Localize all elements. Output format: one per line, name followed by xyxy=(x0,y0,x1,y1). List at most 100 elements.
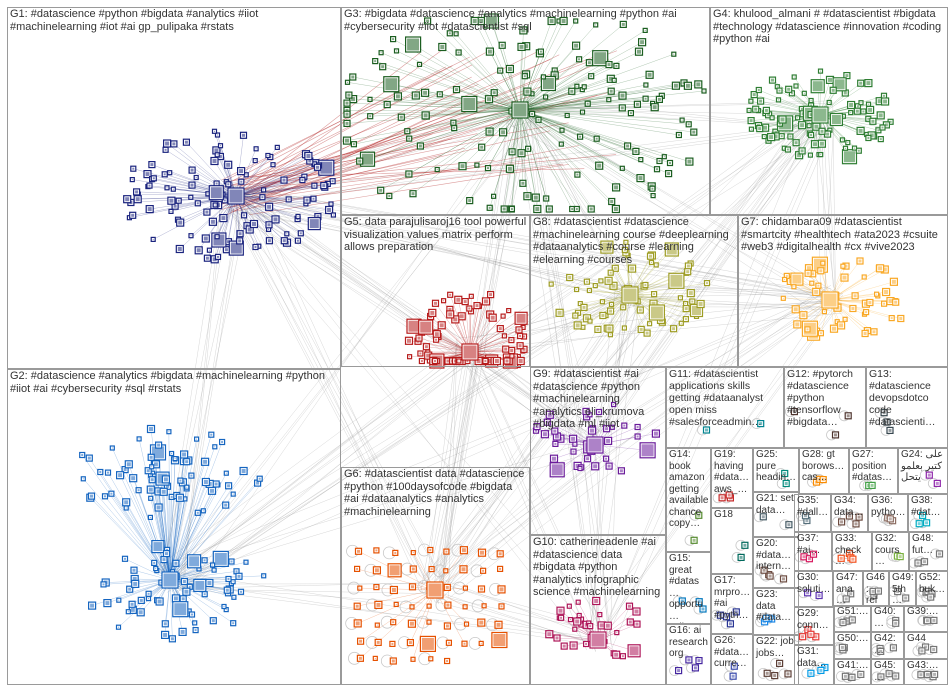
cluster-box-g41[interactable]: G41:… xyxy=(834,659,871,685)
cluster-box-g48[interactable]: G48: fut… xyxy=(909,532,948,571)
inter-cluster-edge xyxy=(605,125,826,626)
node-avatar xyxy=(369,98,371,100)
inter-cluster-edge xyxy=(225,207,596,637)
inter-cluster-edge xyxy=(248,183,437,595)
cluster-box-g47[interactable]: G47: ana… xyxy=(833,571,863,607)
cluster-edge xyxy=(417,341,471,353)
cluster-box-g36[interactable]: G36: pytho… xyxy=(868,494,908,532)
cluster-box-g44[interactable]: G44 xyxy=(904,632,948,659)
cluster-edge xyxy=(519,82,685,111)
node-avatar xyxy=(214,130,215,132)
cluster-box-g9[interactable]: G9: #datascientist #ai #datascience #pyt… xyxy=(530,367,666,535)
inter-cluster-edge xyxy=(526,96,596,652)
cluster-box-g23[interactable]: G23: data #data… xyxy=(753,588,799,635)
cluster-box-g1[interactable]: G1: #datascience #python #bigdata #analy… xyxy=(7,7,341,369)
cluster-box-g2[interactable]: G2: #datascience #analytics #bigdata #ma… xyxy=(7,369,341,685)
cluster-label: G33: check… xyxy=(835,533,862,567)
inter-cluster-edge xyxy=(594,289,616,460)
cluster-edge xyxy=(138,490,171,581)
inter-cluster-edge xyxy=(223,184,826,296)
cluster-box-g37[interactable]: G37: #ai… xyxy=(794,532,832,571)
cluster-box-g29[interactable]: G29: conn… xyxy=(794,607,834,645)
node-avatar xyxy=(614,185,619,190)
cluster-box-g17[interactable]: G17: mrpro… #ai #pyth… xyxy=(711,574,753,634)
cluster-edge xyxy=(519,106,655,111)
cluster-box-g30[interactable]: G30: soluti… xyxy=(794,571,833,607)
cluster-box-g35[interactable]: G35: #dall… xyxy=(794,494,831,532)
cluster-box-g10[interactable]: G10: catherineadenle #ai #datascience da… xyxy=(530,535,666,685)
cluster-box-g20[interactable]: G20: #data… intern… xyxy=(753,537,799,588)
cluster-box-g40[interactable]: G40:… xyxy=(871,605,904,632)
cluster-box-g27[interactable]: G27: position #datas… xyxy=(849,448,898,494)
cluster-edge xyxy=(491,20,521,111)
cluster-box-g5[interactable]: G5: data parajulisaroj16 tool powerful v… xyxy=(341,215,530,367)
inter-cluster-edge xyxy=(228,188,637,305)
cluster-box-g52[interactable]: G52: buk… xyxy=(916,571,948,607)
cluster-box-g43[interactable]: G43:… xyxy=(904,659,948,685)
cluster-box-g45[interactable]: G45:… xyxy=(871,659,904,685)
node-avatar xyxy=(227,240,230,244)
cross-cluster-edge xyxy=(229,122,569,182)
cluster-box-g42[interactable]: G42:… xyxy=(871,632,904,659)
cluster-box-g3[interactable]: G3: #bigdata #datascience #analytics #ma… xyxy=(341,7,710,215)
cluster-box-g39[interactable]: G39:… xyxy=(904,605,948,632)
cluster-box-g19[interactable]: G19: having #data… aws_… xyxy=(711,448,753,508)
cluster-box-g8[interactable]: G8: #datascientist #datascience #machine… xyxy=(530,215,738,367)
cluster-box-g26[interactable]: G26: #data… curre… xyxy=(711,634,753,685)
cluster-box-g31[interactable]: G31: data… xyxy=(794,645,834,685)
inter-cluster-edge xyxy=(225,181,600,431)
cluster-box-g11[interactable]: G11: #datascientist applications skills … xyxy=(666,367,784,448)
cluster-edge xyxy=(450,294,471,353)
cluster-edge xyxy=(489,51,521,111)
cluster-box-g13[interactable]: G13: #datascience devopsdotco code #data… xyxy=(866,367,948,448)
inter-cluster-edge xyxy=(179,282,632,592)
cluster-box-g46[interactable]: G46: rel… xyxy=(863,571,889,607)
cluster-label: G30: soluti… xyxy=(797,572,831,595)
cluster-edge xyxy=(458,299,471,353)
cluster-box-g38[interactable]: G38: #dat… xyxy=(908,494,948,532)
cluster-edge xyxy=(169,579,173,639)
cluster-edge xyxy=(407,109,521,132)
cluster-box-g32[interactable]: G32: cours… xyxy=(872,532,909,571)
node-avatar xyxy=(169,172,171,174)
node-avatar xyxy=(525,89,530,94)
cluster-box-g4[interactable]: G4: khulood_almani # #datascientist #big… xyxy=(710,7,948,215)
cluster-box-g33[interactable]: G33: check… xyxy=(832,532,872,571)
cluster-box-g16[interactable]: G16: ai research org xyxy=(666,624,711,685)
node-avatar xyxy=(576,173,579,176)
cluster-box-g18[interactable]: G18 xyxy=(711,508,753,574)
node-avatar xyxy=(306,154,311,158)
cluster-box-g25[interactable]: G25: pure headin… xyxy=(753,448,799,492)
inter-cluster-edge xyxy=(239,210,643,294)
cluster-box-g51[interactable]: G51:… xyxy=(834,605,871,632)
cluster-box-g34[interactable]: G34: data… xyxy=(831,494,868,532)
cluster-box-g28[interactable]: G28: gt borows… cas… xyxy=(799,448,849,494)
cluster-box-g7[interactable]: G7: chidambara09 #datascientist #smartci… xyxy=(738,215,948,367)
node-avatar xyxy=(457,51,460,54)
cluster-box-g15[interactable]: G15: great #datas… opportu… colleag… xyxy=(666,552,711,624)
cluster-edge xyxy=(519,78,611,111)
cluster-box-g14[interactable]: G14: book amazon getting available chanc… xyxy=(666,448,711,552)
cluster-edge xyxy=(150,498,171,581)
inter-cluster-edge xyxy=(155,342,461,569)
cluster-label: G32: cours… xyxy=(875,533,900,567)
cluster-box-g6[interactable]: G6: #datascientist data #datascience #py… xyxy=(341,467,530,685)
node-avatar xyxy=(322,184,326,188)
cross-cluster-edge xyxy=(222,66,447,182)
inter-cluster-edge xyxy=(519,102,826,110)
cluster-box-g22[interactable]: G22: job jobs… xyxy=(753,635,799,685)
cluster-label: G25: pure headin… xyxy=(756,449,797,483)
cluster-box-g24[interactable]: G24: على كتير بعلمو يتحل xyxy=(898,448,948,494)
cross-cluster-edge xyxy=(250,169,454,194)
node-avatar xyxy=(615,64,618,67)
cluster-edge xyxy=(169,579,225,607)
cluster-box-g21[interactable]: G21: set data… xyxy=(753,492,799,537)
node-avatar xyxy=(455,33,457,35)
node-avatar xyxy=(196,248,201,253)
cluster-edge xyxy=(235,195,301,234)
cluster-box-g12[interactable]: G12: #pytorch #datascience #python #tens… xyxy=(784,367,866,448)
cluster-edge xyxy=(380,109,521,191)
cluster-box-g50[interactable]: G50:… xyxy=(834,632,871,659)
inter-cluster-edge xyxy=(449,599,605,647)
cluster-box-g49[interactable]: G49: 5th… xyxy=(889,571,916,607)
